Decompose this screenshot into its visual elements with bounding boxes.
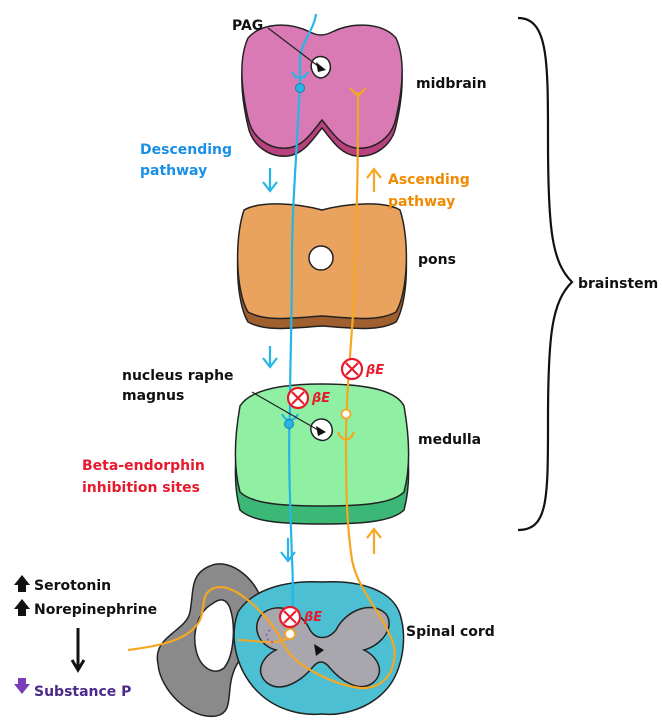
midbrain-label: midbrain	[416, 76, 487, 92]
up-arrow-icon	[14, 599, 30, 616]
be-label: βE	[303, 610, 322, 625]
neurotransmitter-legend: Serotonin Norepinephrine Substance P	[14, 575, 157, 700]
ascending-label-line2: pathway	[388, 194, 455, 210]
down-arrow-icon	[263, 168, 277, 191]
pag-label: PAG	[232, 18, 263, 34]
inhibition-label-line1: Beta-endorphin	[82, 458, 205, 474]
descending-soma-mid	[285, 420, 294, 429]
down-arrow-icon	[14, 678, 30, 694]
descending-label-line2: pathway	[140, 163, 207, 179]
midbrain-section	[242, 25, 402, 156]
brainstem-label: brainstem	[578, 276, 658, 292]
pons-aqueduct	[309, 246, 333, 270]
midbrain-shape	[242, 25, 402, 148]
up-arrow-icon	[367, 529, 381, 554]
brainstem-brace	[518, 18, 572, 530]
down-arrow-icon	[263, 346, 277, 367]
pons-label: pons	[418, 252, 456, 268]
spinal-cord-label: Spinal cord	[406, 624, 495, 640]
medulla-label: medulla	[418, 432, 481, 448]
be-label: βE	[311, 391, 330, 406]
ascending-label-line1: Ascending	[388, 172, 470, 188]
down-arrow-icon	[72, 628, 84, 670]
norepinephrine-label: Norepinephrine	[34, 602, 157, 618]
nucleus-raphe-label-line2: magnus	[122, 388, 184, 404]
up-arrow-icon	[367, 169, 381, 192]
descending-label-line1: Descending	[140, 142, 232, 158]
nucleus-raphe-label-line1: nucleus raphe	[122, 368, 234, 384]
pons-section	[238, 204, 407, 329]
serotonin-label: Serotonin	[34, 578, 111, 594]
ascending-soma-cord	[285, 629, 295, 639]
inhibition-label-line2: inhibition sites	[82, 480, 200, 496]
be-site-ascending: βE	[342, 359, 384, 379]
be-label: βE	[365, 363, 384, 378]
ascending-soma-medulla	[342, 410, 351, 419]
substance-p-label: Substance P	[34, 684, 131, 700]
up-arrow-icon	[14, 575, 30, 592]
descending-soma-top	[296, 84, 305, 93]
